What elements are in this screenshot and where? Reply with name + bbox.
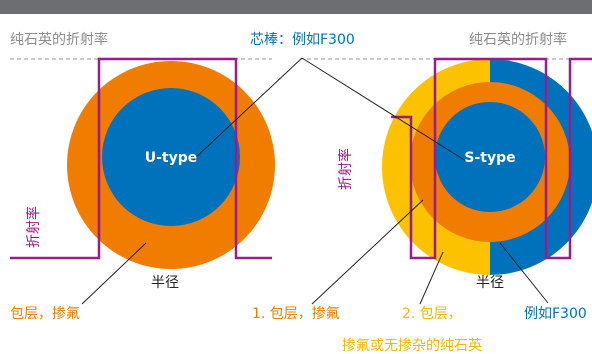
u-type-core-circle [102,88,240,226]
cladding-2-leader [419,251,444,305]
u-type-label: U-type [145,150,198,166]
cladding-1-doped-label: 1. 包层，掺氟 [252,305,340,322]
s-type-label: S-type [464,150,515,166]
cladding-doped-label-left: 包层，掺氟 [10,305,80,322]
radius-label-left: 半径 [151,275,179,291]
core-rod-leader-left [192,57,303,161]
core-rod-leader-right [301,57,467,162]
cladding-leader-left [81,242,147,305]
example-f300-leader [499,242,549,304]
cladding-2-label: 2. 包层， [402,306,462,322]
header-bar [0,0,592,14]
pure-silica-index-label-right: 纯石英的折射率 [469,31,567,48]
refractive-index-label-left: 折射率 [25,206,42,248]
s-type-core-circle [435,102,545,212]
cladding-2-detail-label: 掺氟或无掺杂的纯石英 [342,337,482,354]
refractive-index-label-right: 折射率 [337,148,354,190]
example-f300-label: 例如F300 [524,306,587,322]
cladding-1-leader [311,199,424,305]
core-rod-label: 芯棒：例如F300 [250,32,355,48]
u-type-index-profile [10,57,272,260]
radius-label-right: 半径 [476,275,504,291]
s-type-index-profile [391,57,592,260]
pure-silica-index-label-left: 纯石英的折射率 [10,31,108,48]
